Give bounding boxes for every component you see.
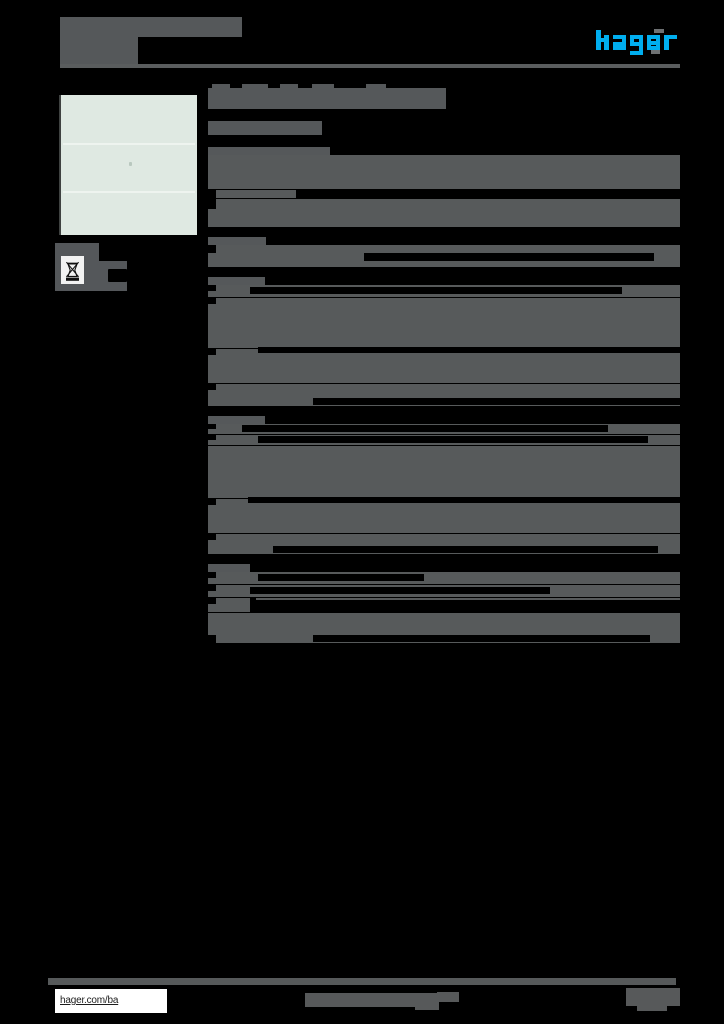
footer-page-number-redacted <box>626 988 680 1006</box>
product-photo <box>59 95 197 235</box>
footer-page-number-redacted-b <box>637 1003 667 1011</box>
document-title-redacted <box>60 17 242 37</box>
spec-section-1 <box>208 147 680 229</box>
footer-center-redacted-b <box>415 997 439 1010</box>
spec-section-5 <box>208 564 680 644</box>
table-row <box>208 285 680 297</box>
table-row <box>208 347 680 383</box>
table-row <box>208 497 680 533</box>
section-caption-redacted <box>208 416 265 424</box>
footer-center-redacted-c <box>437 992 459 1002</box>
table-row <box>208 446 680 498</box>
table-row <box>208 598 680 612</box>
spec-section-3 <box>208 277 680 408</box>
section-caption-redacted <box>208 237 266 245</box>
header-divider <box>60 64 680 68</box>
table-row <box>208 534 680 554</box>
table-row <box>208 298 680 348</box>
page-footer <box>0 976 724 1024</box>
table-row <box>208 155 680 189</box>
footer-url-link[interactable]: hager.com/ba <box>55 989 167 1013</box>
table-row <box>208 190 680 198</box>
product-reference-redacted <box>208 121 322 135</box>
weee-crossed-bin-icon <box>61 256 84 284</box>
table-row <box>208 245 680 267</box>
footer-divider <box>48 978 676 985</box>
plate-center-mark <box>129 162 132 166</box>
compliance-icon-strip <box>55 243 127 291</box>
section-caption-redacted <box>208 277 265 285</box>
table-row <box>208 384 680 406</box>
section-caption-redacted <box>208 147 330 155</box>
page-header <box>0 0 724 78</box>
document-reference-redacted <box>60 49 138 64</box>
table-row <box>208 585 680 597</box>
table-row <box>208 424 680 434</box>
footer-center-redacted <box>305 993 437 1007</box>
hager-logo <box>596 28 680 56</box>
page-title-redacted <box>208 84 446 109</box>
table-row <box>208 572 680 584</box>
table-row <box>208 435 680 445</box>
specification-area <box>208 84 680 652</box>
table-row <box>208 613 680 643</box>
spec-section-4 <box>208 416 680 556</box>
table-row <box>208 199 680 227</box>
spec-section-2 <box>208 237 680 269</box>
section-caption-redacted <box>208 564 250 572</box>
document-subtitle-redacted <box>60 37 138 49</box>
